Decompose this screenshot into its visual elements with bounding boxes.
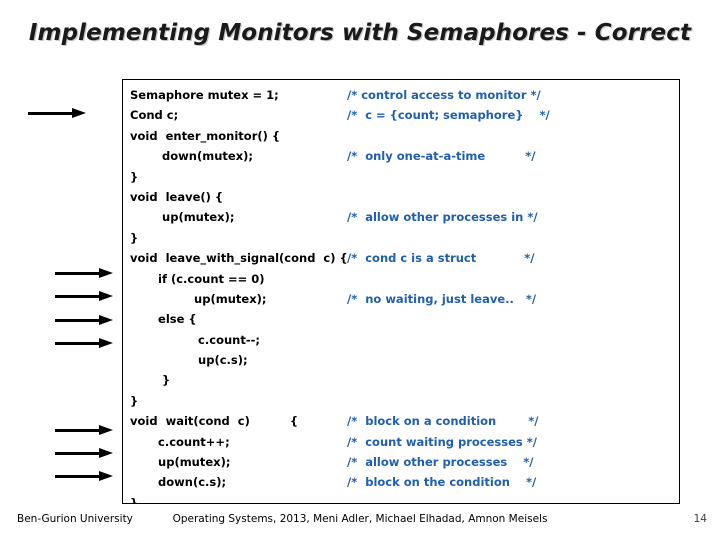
code-text: void wait(cond c) { [130, 414, 299, 429]
code-text: Semaphore mutex = 1; [130, 88, 279, 102]
arrow-up-mutex-signal-icon [55, 291, 115, 302]
arrow-head [99, 291, 113, 301]
footer-institution: Ben-Gurion University [17, 513, 133, 525]
arrow-head [99, 315, 113, 325]
arrow-head [99, 448, 113, 458]
code-comment: /* allow other processes */ [347, 455, 534, 470]
code-line: void leave_with_signal(cond c) {/* cond … [130, 248, 679, 268]
arrow-shaft [55, 272, 103, 276]
code-line: Cond c; /* c = {count; semaphore} */ [130, 105, 679, 125]
code-comment: /* block on the condition */ [347, 475, 537, 490]
footer-course-credits: Operating Systems, 2013, Meni Adler, Mic… [172, 513, 548, 525]
code-text: else { [130, 312, 197, 327]
code-text: void enter_monitor() { [130, 128, 281, 143]
code-text: void leave_with_signal(cond c) { [130, 251, 348, 266]
code-line: up(mutex); /* no waiting, just leave.. */ [130, 289, 679, 309]
code-text: } [130, 169, 139, 184]
code-text: } [130, 230, 139, 245]
code-text: down(mutex); [130, 149, 253, 164]
arrow-up-cs-icon [55, 338, 115, 349]
code-text: up(mutex); [130, 455, 231, 470]
code-comment: /* no waiting, just leave.. */ [347, 291, 537, 306]
code-text: } [130, 495, 139, 504]
code-comment: /* control access to monitor */ [347, 88, 541, 102]
code-line: } [130, 391, 679, 411]
code-line: void wait(cond c) { /* block on a conditi… [130, 411, 679, 431]
arrow-head [99, 338, 113, 348]
arrow-head [99, 268, 113, 278]
code-line: up(c.s); [130, 350, 679, 370]
code-line: } [130, 228, 679, 248]
code-line: c.count++; /* count waiting processes */ [130, 432, 679, 452]
code-text: up(mutex); [130, 210, 235, 225]
code-line: down(mutex); /* only one-at-a-time */ [130, 146, 679, 166]
code-text: if (c.count == 0) [130, 271, 265, 286]
footer-page-number: 14 [693, 513, 707, 525]
arrow-shaft [55, 319, 103, 323]
code-line: } [130, 493, 679, 504]
arrow-if-count-zero-icon [55, 268, 115, 279]
code-comment: /* block on a condition */ [347, 414, 539, 429]
code-line: void leave() { [130, 187, 679, 207]
code-text: up(mutex); [130, 291, 267, 306]
arrow-wait-count-inc-icon [55, 425, 115, 436]
arrow-head [99, 425, 113, 435]
code-line: if (c.count == 0) [130, 269, 679, 289]
code-line: void enter_monitor() { [130, 126, 679, 146]
code-comment: /* allow other processes in */ [347, 210, 538, 225]
code-text: void leave() { [130, 189, 224, 204]
arrow-wait-up-mutex-icon [55, 448, 115, 459]
code-comment: /* cond c is a struct */ [347, 251, 535, 266]
code-listing-box: Semaphore mutex = 1; /* control access to… [122, 79, 680, 504]
code-line: } [130, 370, 679, 390]
code-text: c.count++; [130, 434, 230, 449]
arrow-shaft [55, 452, 103, 456]
code-line: } [130, 167, 679, 187]
code-text: down(c.s); [130, 475, 227, 490]
arrow-head [99, 471, 113, 481]
code-comment: /* only one-at-a-time */ [347, 149, 536, 164]
code-listing: Semaphore mutex = 1; /* control access to… [123, 80, 679, 504]
code-line: down(c.s); /* block on the condition */ [130, 472, 679, 492]
code-comment: /* c = {count; semaphore} */ [347, 108, 550, 123]
arrow-shaft [28, 112, 76, 116]
code-line: Semaphore mutex = 1; /* control access to… [130, 85, 679, 105]
code-text: Cond c; [130, 108, 179, 123]
arrow-shaft [55, 429, 103, 433]
code-comment: /* count waiting processes */ [347, 434, 537, 449]
code-line: else { [130, 309, 679, 329]
arrow-cond-c-icon [28, 108, 88, 119]
code-text: c.count--; [130, 332, 260, 347]
code-text: up(c.s); [130, 353, 248, 368]
code-line: up(mutex); /* allow other processes */ [130, 452, 679, 472]
arrow-shaft [55, 295, 103, 299]
code-line: c.count--; [130, 330, 679, 350]
page-title: Implementing Monitors with Semaphores - … [28, 20, 692, 46]
code-text: } [130, 393, 139, 408]
arrow-head [72, 108, 86, 118]
arrow-shaft [55, 342, 103, 346]
arrow-wait-down-cs-icon [55, 471, 115, 482]
code-text: } [130, 373, 171, 388]
code-line: up(mutex); /* allow other processes in */ [130, 207, 679, 227]
arrow-else-branch-icon [55, 315, 115, 326]
arrow-shaft [55, 475, 103, 479]
